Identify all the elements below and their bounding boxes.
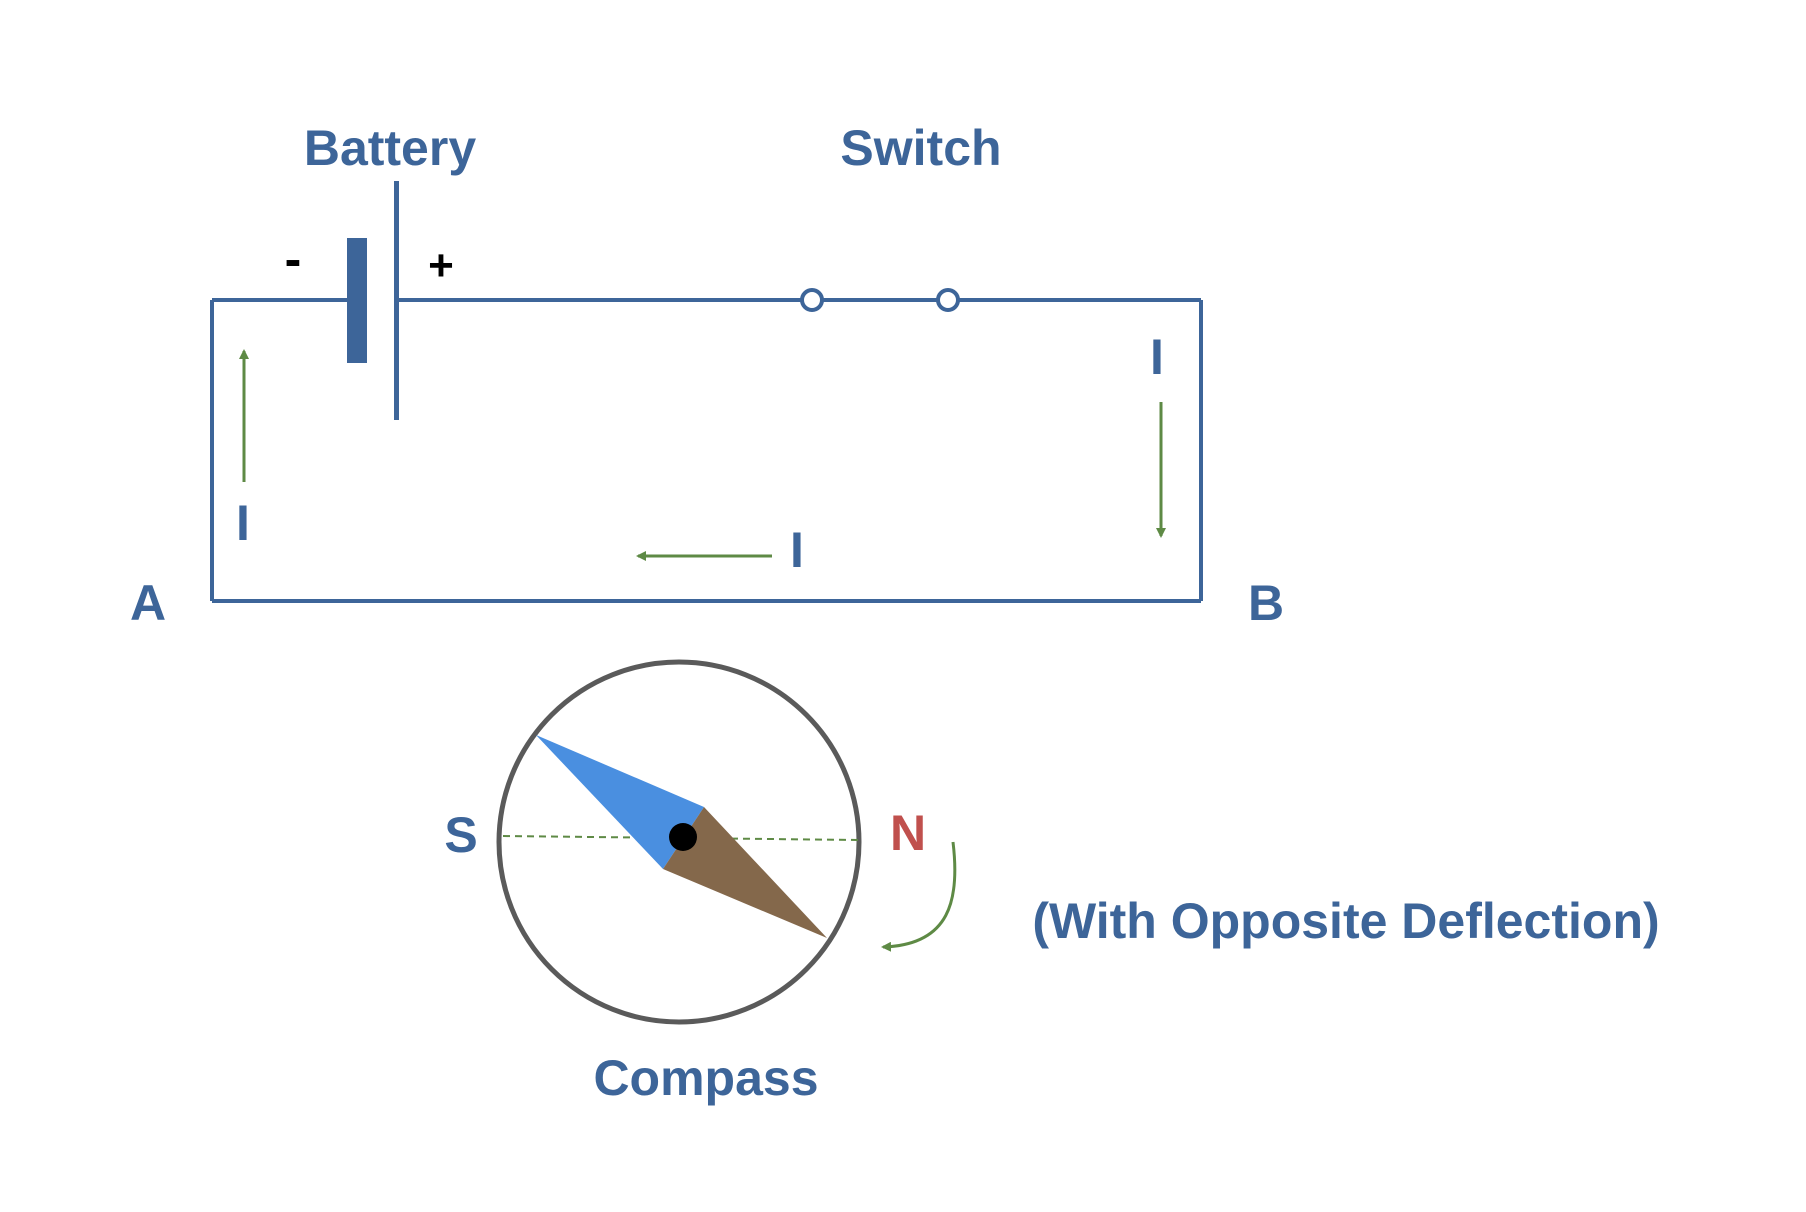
point-b-label: B	[1248, 575, 1284, 631]
current-label-bottom: I	[790, 522, 804, 578]
switch-symbol	[800, 288, 960, 312]
compass	[496, 659, 862, 1025]
switch-label: Switch	[840, 120, 1001, 176]
south-label: S	[444, 807, 477, 863]
battery-positive-sign: +	[428, 241, 454, 290]
current-label-left: I	[236, 495, 250, 551]
current-label-right: I	[1150, 329, 1164, 385]
deflection-note: (With Opposite Deflection)	[1032, 893, 1659, 949]
needle-north-half	[663, 807, 827, 938]
circuit-wires	[210, 298, 1203, 603]
switch-terminal-right	[936, 288, 960, 312]
compass-label: Compass	[593, 1050, 818, 1106]
battery-negative-plate	[347, 238, 367, 363]
deflection-arrow	[881, 841, 957, 952]
point-a-label: A	[130, 575, 166, 631]
north-label: N	[890, 805, 926, 861]
battery-negative-sign: -	[285, 231, 302, 287]
battery-label: Battery	[304, 120, 476, 176]
needle-south-half	[536, 735, 704, 869]
needle-pivot	[669, 823, 697, 851]
battery-symbol	[347, 181, 399, 420]
current-arrows	[239, 349, 1166, 561]
battery-positive-plate	[394, 181, 399, 420]
switch-terminal-left	[800, 288, 824, 312]
